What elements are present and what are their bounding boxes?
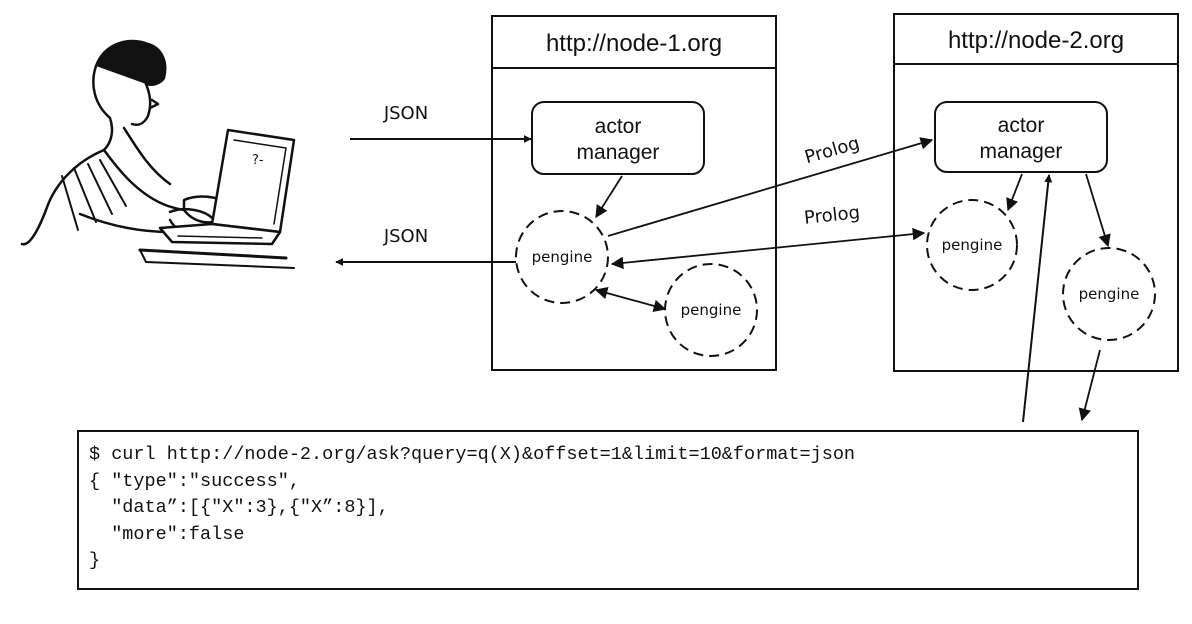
prolog-to-pengine-arrow xyxy=(610,227,926,270)
node-2-actor-manager-line-1: actor xyxy=(998,114,1045,137)
user-at-laptop-icon xyxy=(20,39,296,269)
node-2-pengine-left[interactable]: pengine xyxy=(926,199,1018,291)
curl-response-arrow xyxy=(1078,349,1101,422)
node-2-manager-to-right-pengine-arrow xyxy=(1085,173,1111,248)
json-response-line: "data”:[{"X":3},{"X”:8}], xyxy=(89,497,389,518)
node-2-pengine-right-label: pengine xyxy=(1079,285,1140,303)
node-1-pengine-child-label: pengine xyxy=(681,301,742,319)
node-2-actor-manager[interactable]: actor manager xyxy=(934,101,1108,173)
node-2-actor-manager-line-2: manager xyxy=(980,140,1063,163)
node-1-pengine-child[interactable]: pengine xyxy=(664,263,758,357)
curl-request-arrow xyxy=(1022,174,1053,423)
json-response-line: "more":false xyxy=(89,523,245,545)
node-1-pengine-main[interactable]: pengine xyxy=(515,210,609,304)
node-1-title: http://node-1.org xyxy=(546,30,722,57)
node-2-manager-to-left-pengine-arrow xyxy=(1006,173,1023,212)
prolog-to-manager-arrow xyxy=(607,137,934,237)
node-1-actor-manager-line-2: manager xyxy=(577,141,660,164)
node-1-actor-manager[interactable]: actor manager xyxy=(531,101,705,175)
curl-terminal-box: $ curl http://node-2.org/ask?query=q(X)&… xyxy=(77,430,1139,590)
node-1-box xyxy=(491,15,777,371)
node-1-manager-to-pengine-arrow xyxy=(595,175,623,219)
node-2-pengine-right[interactable]: pengine xyxy=(1062,247,1156,341)
user-to-manager-label: JSON xyxy=(383,103,428,124)
screen-prompt-text: ?- xyxy=(252,153,264,168)
node-2-box xyxy=(893,13,1179,372)
node-1-actor-manager-line-1: actor xyxy=(595,115,642,138)
json-response-line: { "type":"success", xyxy=(89,470,300,492)
node-2-title: http://node-2.org xyxy=(948,27,1124,54)
node-1-pengine-link-arrow xyxy=(594,286,667,313)
curl-command-line: $ curl http://node-2.org/ask?query=q(X)&… xyxy=(89,444,856,465)
json-response-line: } xyxy=(89,550,101,571)
node-2-pengine-left-label: pengine xyxy=(942,236,1003,254)
node-1-pengine-main-label: pengine xyxy=(532,248,593,266)
pengine-to-user-label: JSON xyxy=(383,226,428,247)
prolog-to-pengine-label: Prolog xyxy=(803,202,861,229)
